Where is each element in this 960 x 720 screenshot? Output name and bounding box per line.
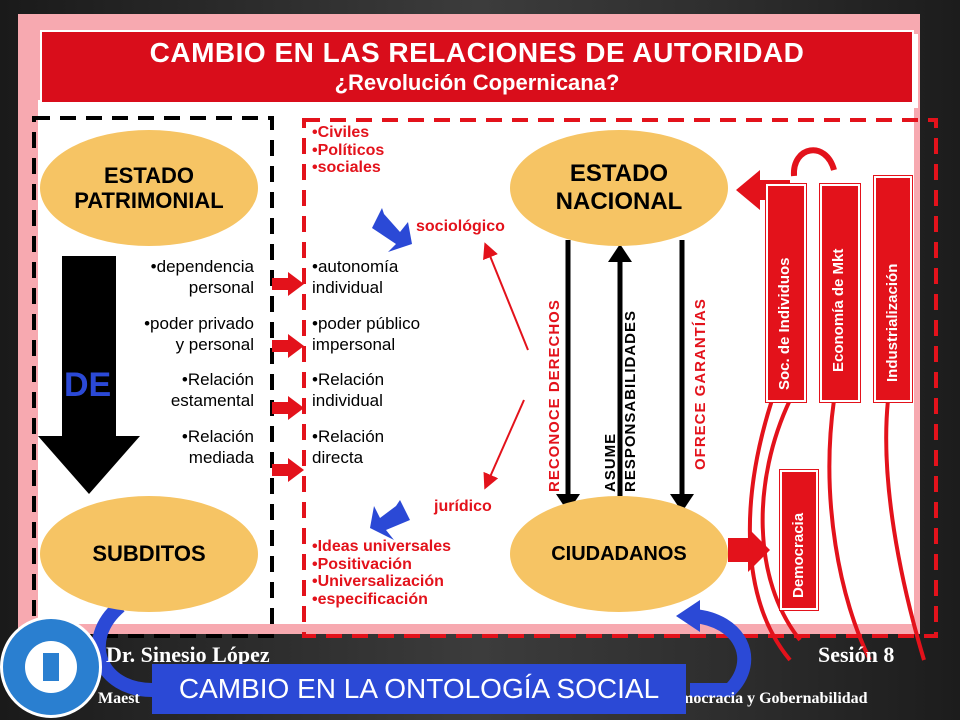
box-label: Industrialización xyxy=(884,263,901,382)
list-item: •sociales xyxy=(312,159,381,177)
box-label: Democracia xyxy=(790,512,807,598)
curved-red-arrow xyxy=(790,147,837,177)
slide-subtitle: ¿Revolución Copernicana? xyxy=(334,70,620,95)
title-banner: CAMBIO EN LAS RELACIONES DE AUTORIDAD ¿R… xyxy=(40,30,914,104)
program-text-right: mocracia y Gobernabilidad xyxy=(680,690,868,707)
list-item: •Políticos xyxy=(312,141,385,159)
rights-list: •Civiles •Políticos •sociales xyxy=(312,124,384,177)
list-item: •Ideas universales xyxy=(312,538,452,555)
university-seal xyxy=(0,616,102,718)
red-curves xyxy=(747,399,926,662)
box-soc-individuos: Soc. de Individuos xyxy=(766,184,806,402)
oval-text-line: PATRIMONIAL xyxy=(74,188,224,213)
oval-subditos: SUBDITOS xyxy=(40,496,258,612)
de-arrow xyxy=(38,256,140,494)
juridical-list: •Ideas universales •Positivación •Univer… xyxy=(312,538,451,608)
juridico-label: jurídico xyxy=(434,498,492,515)
blue-curve-right xyxy=(690,609,752,697)
list-item: •Positivación xyxy=(312,555,412,573)
left-dashed-frame xyxy=(32,116,274,638)
oval-text-line: ESTADO xyxy=(569,160,669,188)
list-item: •especificación xyxy=(312,590,428,608)
responsabilidades-label: RESPONSABILIDADES xyxy=(622,309,639,492)
oval-ciudadanos: CIUDADANOS xyxy=(510,496,728,612)
red-arrows xyxy=(272,272,304,482)
blue-arrow-down xyxy=(370,500,410,540)
ofrece-garantias-label: OFRECE GARANTÍAS xyxy=(692,298,709,470)
right-dashed-frame xyxy=(302,118,938,638)
de-label: DE xyxy=(64,366,112,404)
reconoce-derechos-label: RECONOCE DERECHOS xyxy=(546,299,563,492)
sociologico-label: sociológico xyxy=(416,218,505,235)
box-label: Economía de Mkt xyxy=(830,248,847,372)
blue-arrow-up xyxy=(372,208,412,252)
box-label: Soc. de Individuos xyxy=(776,257,793,390)
ontology-banner: CAMBIO EN LA ONTOLOGÍA SOCIAL xyxy=(152,664,686,714)
list-item: •Civiles xyxy=(312,124,370,141)
asume-label: ASUME xyxy=(602,432,619,492)
slide-title: CAMBIO EN LAS RELACIONES DE AUTORIDAD xyxy=(149,37,805,68)
list-item: •Universalización xyxy=(312,573,444,591)
box-economia-mkt: Economía de Mkt xyxy=(820,184,860,402)
box-industrializacion: Industrialización xyxy=(874,176,912,402)
author-name: Dr. Sinesio López xyxy=(106,642,270,667)
session-label: Sesión 8 xyxy=(818,642,895,667)
program-text-left: Maest xyxy=(98,690,140,707)
oval-text-line: NACIONAL xyxy=(555,188,683,215)
oval-text-line: ESTADO xyxy=(103,162,195,188)
box-democracia: Democracia xyxy=(780,470,818,610)
